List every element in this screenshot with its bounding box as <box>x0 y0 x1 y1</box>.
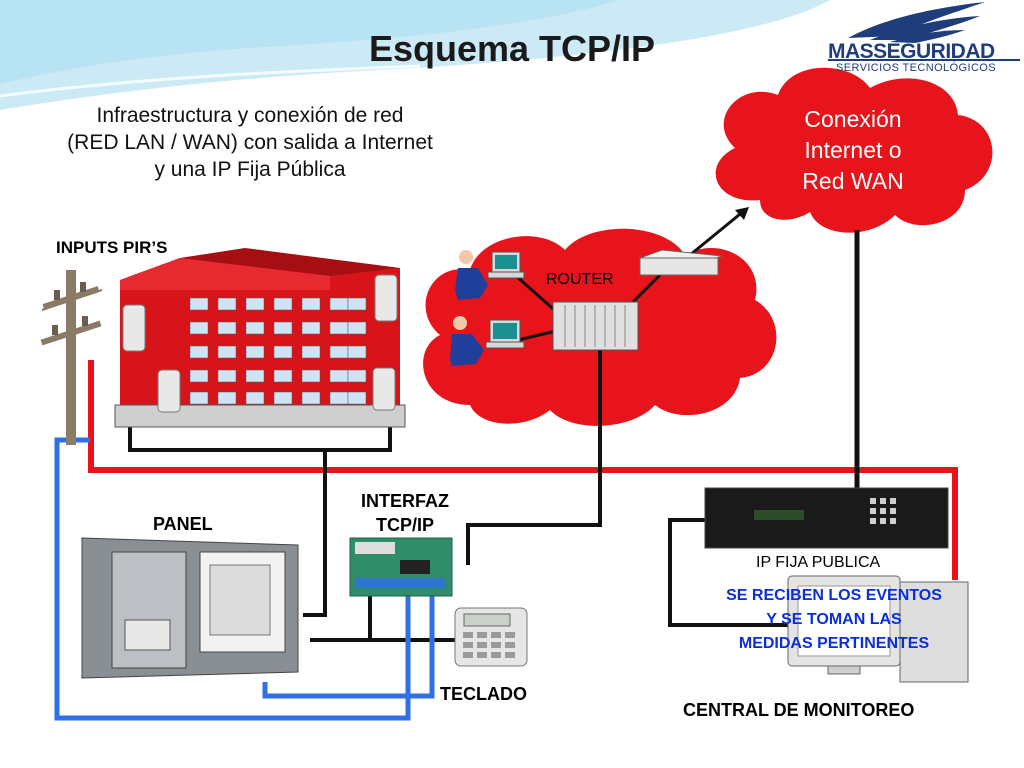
keypad-icon <box>454 607 528 667</box>
building-window <box>245 345 265 359</box>
router-label: ROUTER <box>546 271 614 288</box>
interfaz-board-icon <box>349 537 453 597</box>
central-monitoreo-label: CENTRAL DE MONITOREO <box>683 700 915 720</box>
black-link-router-interfaz <box>466 350 602 565</box>
building-window <box>189 321 209 335</box>
events-text-line: SE RECIBEN LOS EVENTOS <box>726 587 942 604</box>
building-window <box>301 297 321 311</box>
black-link-interfaz-panel <box>303 450 327 617</box>
building-window <box>217 369 237 383</box>
wan-cloud-label: Conexión Internet o Red WAN <box>748 104 958 197</box>
wan-cloud-line: Conexión <box>804 106 902 132</box>
logo-wings-icon <box>828 2 1020 61</box>
building-window <box>273 297 293 311</box>
building-window <box>245 297 265 311</box>
building-window <box>245 391 265 405</box>
building-window <box>189 391 209 405</box>
ip-fija-label: IP FIJA PUBLICA <box>756 554 881 571</box>
black-link-central-pc <box>668 518 790 627</box>
logo: MASSEGURIDAD <box>828 40 995 64</box>
subtitle-line: (RED LAN / WAN) con salida a Internet <box>67 131 433 154</box>
inputs-pirs-label: INPUTS PIR’S <box>56 238 168 257</box>
wan-cloud-line: Red WAN <box>802 168 904 194</box>
utility-pole-icon <box>40 270 103 445</box>
building-window <box>329 391 349 405</box>
page-title: Esquema TCP/IP <box>368 28 656 69</box>
building-window <box>329 345 349 359</box>
server-icon <box>639 249 723 276</box>
interfaz-label-line2: TCP/IP <box>375 515 434 535</box>
workstation-icon <box>455 250 525 300</box>
building-window <box>189 297 209 311</box>
building-window <box>273 321 293 335</box>
building-window <box>245 321 265 335</box>
interfaz-label-line1: INTERFAZ <box>361 491 449 511</box>
building-window <box>273 391 293 405</box>
building-window <box>245 369 265 383</box>
internet-wan-cloud <box>715 67 993 233</box>
building-window <box>217 297 237 311</box>
building-window <box>189 345 209 359</box>
building-window <box>347 391 367 405</box>
building-window <box>301 321 321 335</box>
subtitle-line: Infraestructura y conexión de red <box>96 104 404 127</box>
logo-tagline: SERVICIOS TECNOLÓGICOS <box>836 62 996 74</box>
logo-brand-mas: MAS <box>828 40 874 63</box>
wan-cloud-line: Internet o <box>804 137 902 163</box>
subtitle-line: y una IP Fija Pública <box>154 158 346 181</box>
building-window <box>301 391 321 405</box>
interfaz-label: INTERFAZ TCP/IP <box>340 489 470 537</box>
events-text-line: MEDIDAS PERTINENTES <box>738 635 930 652</box>
panel-label: PANEL <box>153 514 213 534</box>
logo-brand-seguridad: SEGURIDAD <box>873 40 995 63</box>
building-window <box>217 391 237 405</box>
building-window <box>301 345 321 359</box>
red-link <box>88 360 958 580</box>
building-window <box>301 369 321 383</box>
building-icon <box>114 248 406 428</box>
router-icon <box>552 301 639 351</box>
alarm-panel-icon <box>81 537 299 679</box>
events-text-line: Y SE TOMAN LAS <box>766 611 902 628</box>
building-window <box>273 345 293 359</box>
building-window <box>347 321 367 335</box>
building-window <box>189 369 209 383</box>
header-wave <box>0 0 830 110</box>
building-window <box>329 321 349 335</box>
building-window <box>347 297 367 311</box>
building-window <box>329 297 349 311</box>
blue-link-inner <box>262 595 435 699</box>
building-window <box>347 369 367 383</box>
receiver-rack-icon <box>704 487 949 549</box>
building-window <box>217 345 237 359</box>
monitoring-computer-icon <box>787 575 969 683</box>
building-window <box>217 321 237 335</box>
building-window <box>273 369 293 383</box>
teclado-label: TECLADO <box>440 684 527 704</box>
workstation-icon <box>450 316 525 366</box>
building-window <box>329 369 349 383</box>
subtitle: Infraestructura y conexión de red (RED L… <box>20 102 480 183</box>
events-text: SE RECIBEN LOS EVENTOS Y SE TOMAN LAS ME… <box>668 584 1000 656</box>
building-window <box>347 345 367 359</box>
